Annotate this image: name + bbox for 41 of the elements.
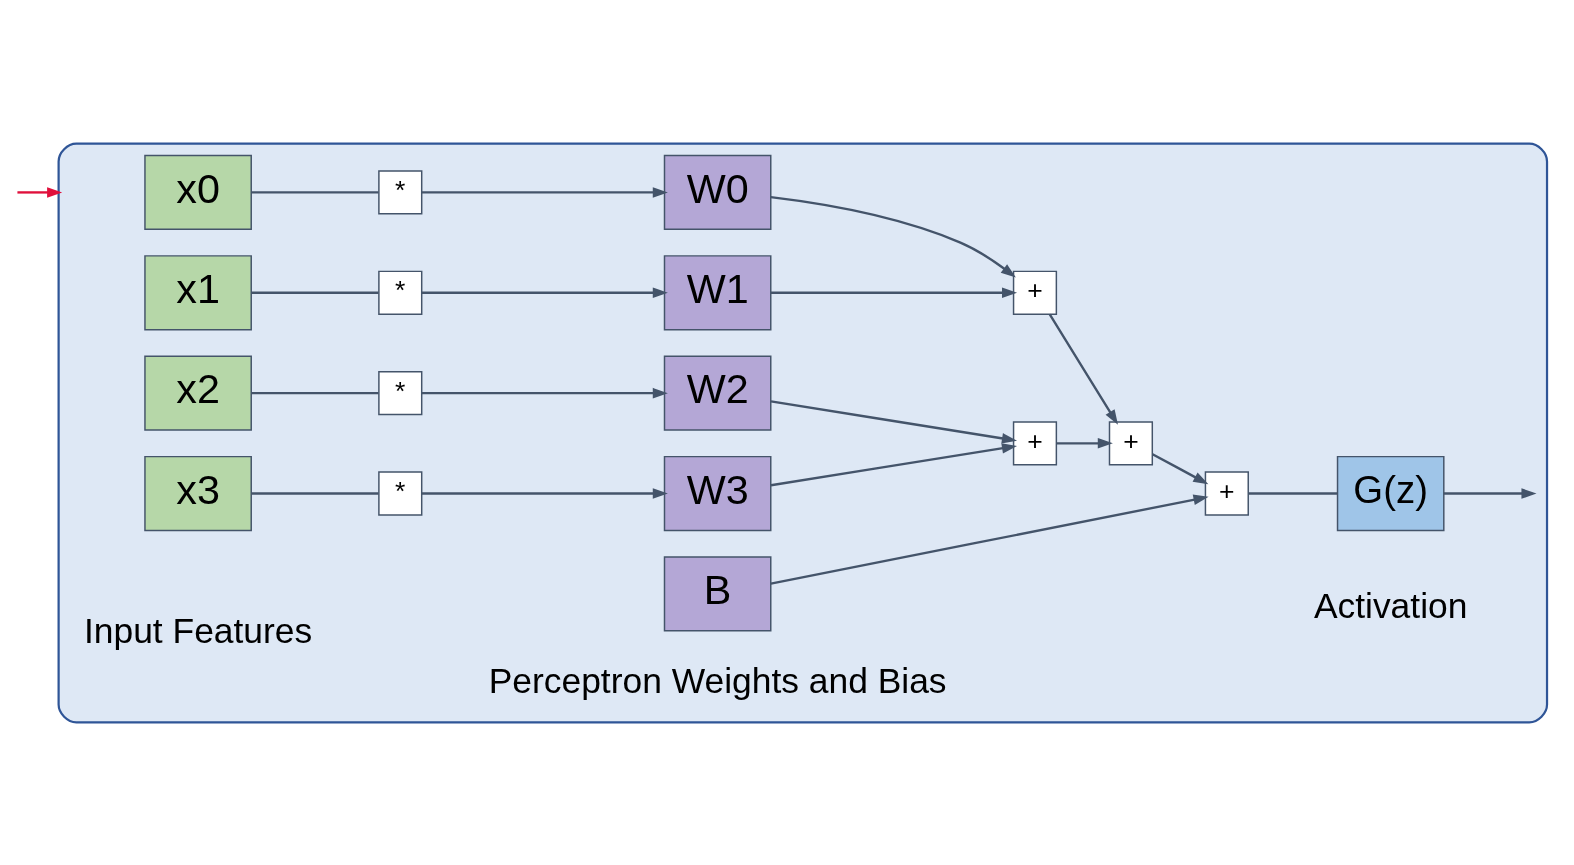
- node-box: *: [378, 169, 423, 215]
- connector: [251, 491, 379, 495]
- node-box: x2: [144, 355, 252, 431]
- node-box: x1: [144, 254, 252, 330]
- node-box: W0: [663, 154, 772, 230]
- arrow: [421, 387, 668, 398]
- label: Input Features: [83, 610, 313, 651]
- node-box: W3: [663, 455, 772, 531]
- node-box: W2: [663, 355, 772, 431]
- arrow: [770, 399, 1018, 444]
- connector: [251, 291, 379, 294]
- arrow: [770, 494, 1209, 585]
- arrow: [771, 287, 1018, 298]
- arrow: [421, 287, 668, 298]
- node-box: W1: [663, 254, 772, 330]
- connector: [251, 190, 379, 194]
- connector: [1248, 491, 1338, 495]
- node-box: G(z): [1336, 455, 1445, 531]
- arrow: [1443, 487, 1537, 499]
- node-box: +: [1204, 470, 1249, 516]
- node-box: +: [1012, 270, 1058, 315]
- node-box: *: [378, 270, 423, 315]
- cluster: [57, 142, 1549, 723]
- node-box: x0: [144, 154, 252, 230]
- node-label: Activation: [1313, 585, 1468, 626]
- arrow: [1152, 452, 1209, 484]
- node-box: *: [378, 470, 423, 516]
- connector: [251, 391, 379, 394]
- arrow: [770, 195, 1016, 278]
- arrow: [421, 186, 668, 198]
- arrow: [1056, 437, 1113, 449]
- node-box: +: [1012, 420, 1058, 465]
- arrow: [421, 487, 668, 499]
- arrow: [1048, 313, 1118, 425]
- node-box: x3: [144, 455, 252, 531]
- node-box: B: [663, 555, 772, 631]
- node-box: *: [378, 370, 423, 415]
- node-box: +: [1108, 420, 1154, 465]
- label: Perceptron Weights and Bias: [488, 660, 947, 701]
- arrow: [17, 186, 63, 198]
- arrow: [770, 442, 1018, 486]
